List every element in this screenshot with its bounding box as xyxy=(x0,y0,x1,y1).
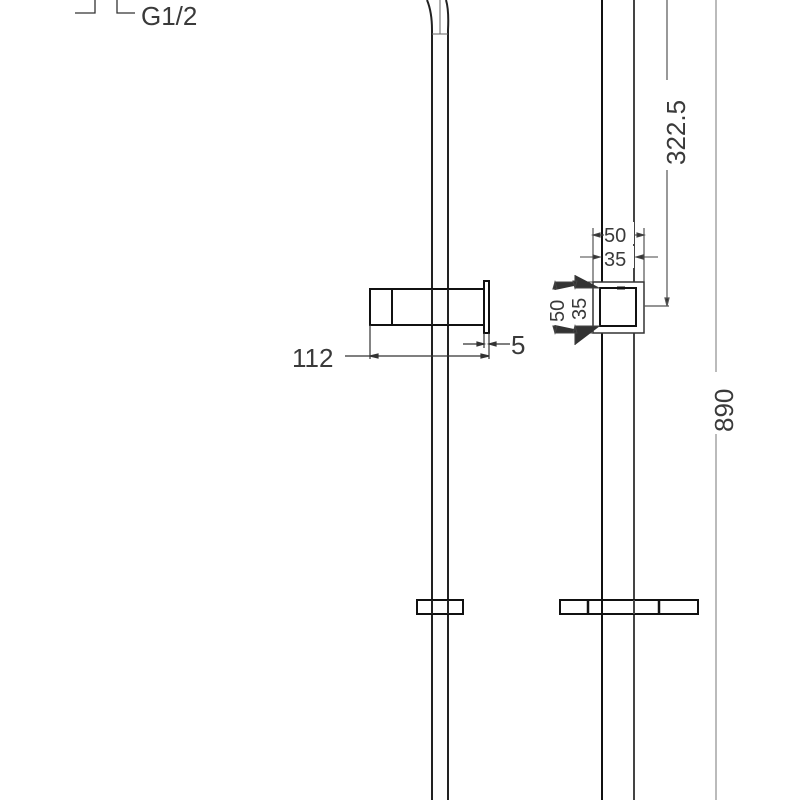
dimension-890-label: 890 xyxy=(709,389,739,432)
dimension-5-label: 5 xyxy=(511,330,525,360)
dimension-height-50-label: 50 xyxy=(547,300,569,322)
dimension-width-50-label: 50 xyxy=(604,225,626,247)
dimension-5 xyxy=(463,333,510,348)
dimension-height-50-35 xyxy=(552,275,600,345)
dimension-112-label: 112 xyxy=(292,343,333,373)
front-view-bracket xyxy=(592,281,645,334)
side-view-bracket xyxy=(369,280,490,334)
dimension-height-35-label: 35 xyxy=(569,298,591,320)
side-view-pipe xyxy=(426,0,450,800)
dimension-width-50-35 xyxy=(580,228,658,282)
thread-callout xyxy=(75,0,135,14)
dimension-112 xyxy=(345,325,490,359)
dimension-width-35-label: 35 xyxy=(604,249,626,271)
thread-label: G1/2 xyxy=(141,1,197,31)
front-view-pipe xyxy=(601,0,635,800)
front-view-shelf xyxy=(559,599,699,615)
dimension-322-5-label: 322.5 xyxy=(661,100,691,165)
side-view-shelf xyxy=(416,599,464,615)
